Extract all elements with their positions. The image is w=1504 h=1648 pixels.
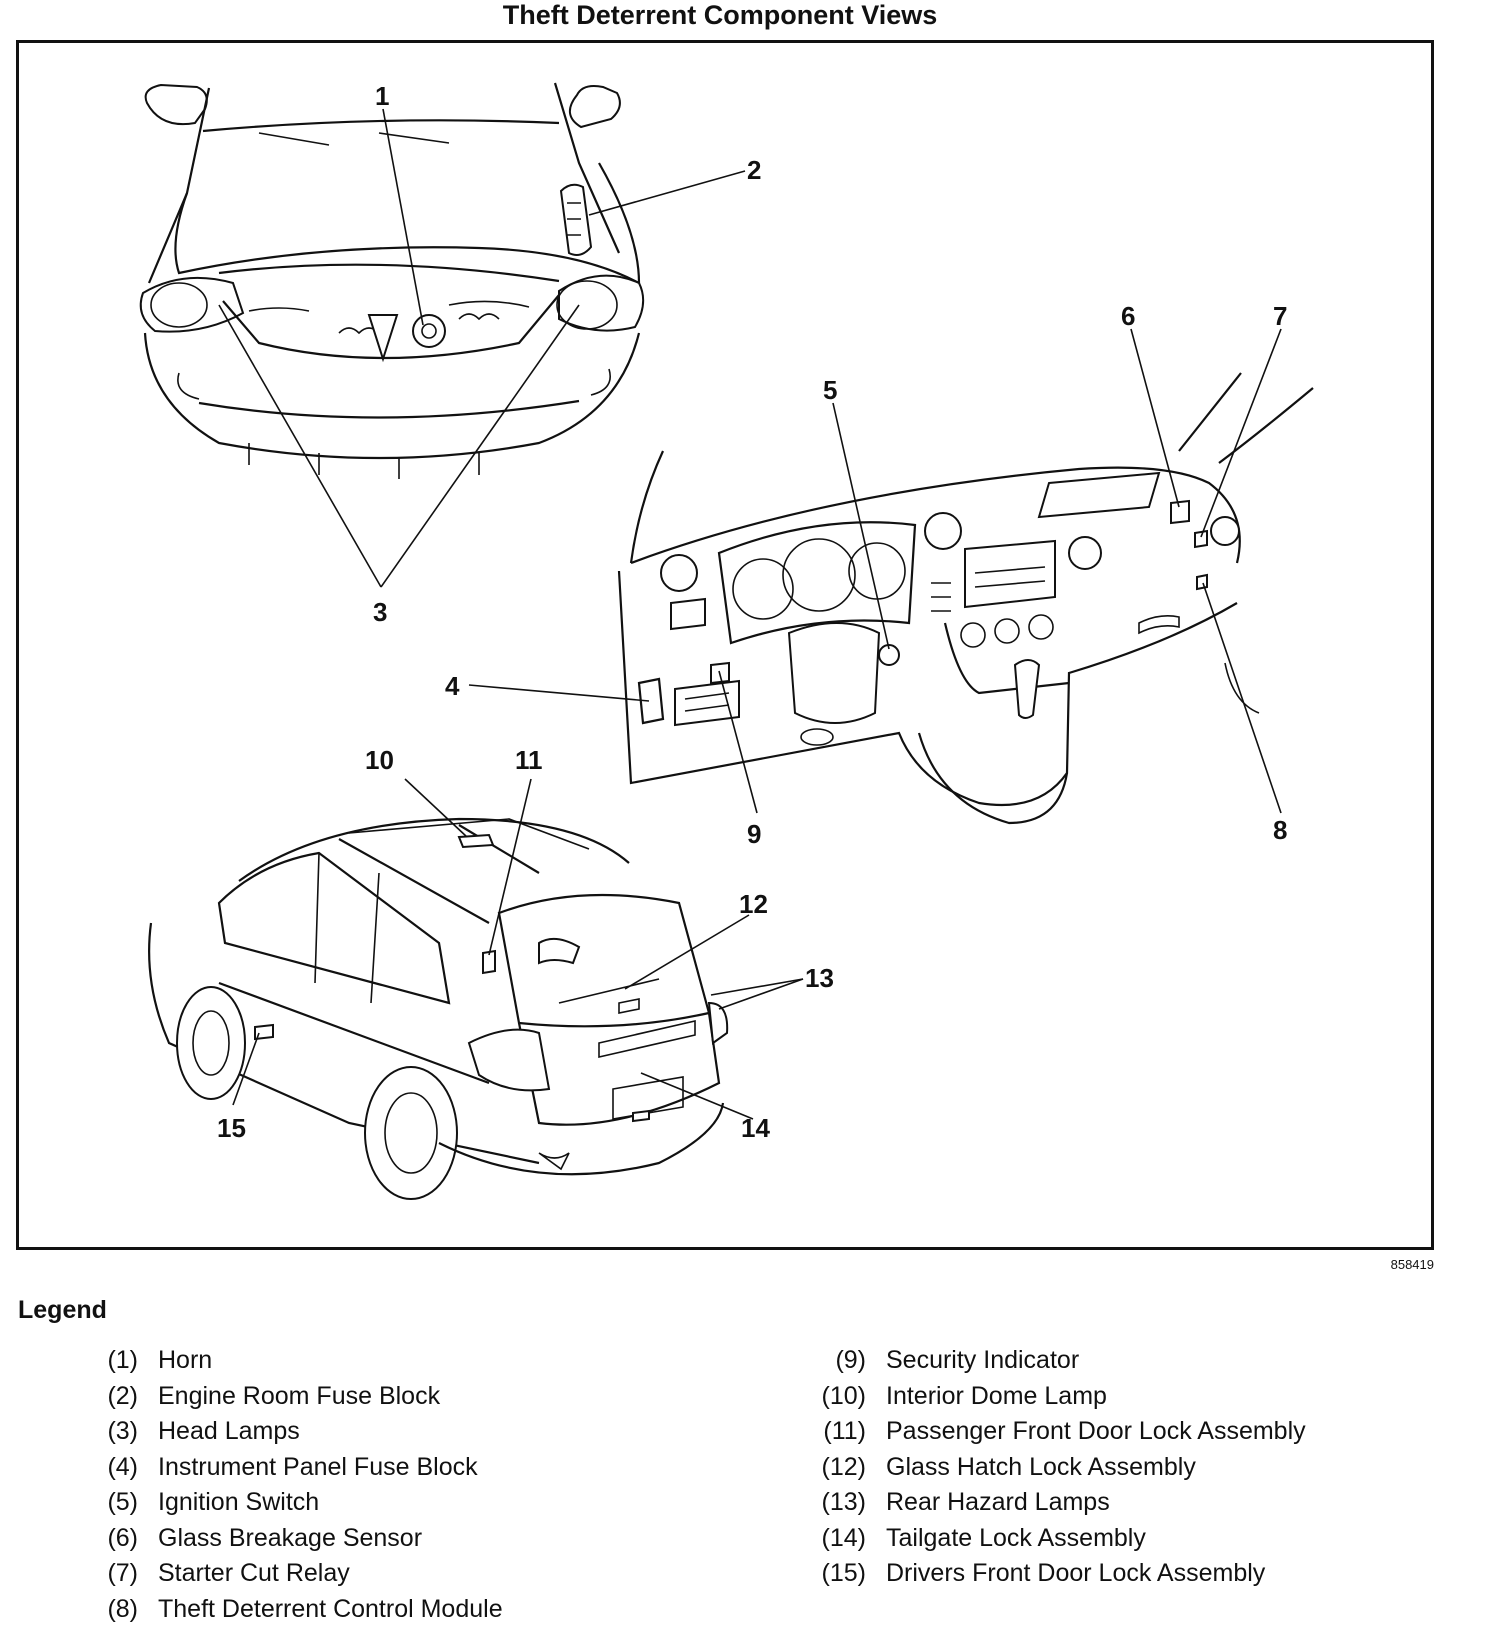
legend-item: (6) Glass Breakage Sensor — [80, 1524, 503, 1560]
legend-label: Instrument Panel Fuse Block — [158, 1452, 478, 1481]
legend-item: (15) Drivers Front Door Lock Assembly — [808, 1559, 1306, 1595]
legend-item: (5) Ignition Switch — [80, 1488, 503, 1524]
legend-label: Rear Hazard Lamps — [886, 1488, 1110, 1516]
callout-4: 4 — [445, 671, 460, 701]
legend-item: (8) Theft Deterrent Control Module — [80, 1594, 503, 1631]
callout-11: 11 — [515, 745, 543, 775]
legend-item: (14) Tailgate Lock Assembly — [808, 1524, 1306, 1560]
legend-label: Tailgate Lock Assembly — [886, 1523, 1146, 1552]
legend-number: (12) — [821, 1452, 866, 1481]
callout-2: 2 — [747, 155, 761, 185]
legend-number: (2) — [107, 1381, 138, 1410]
panel-callout-leaders — [468, 328, 1282, 814]
legend-column-left: (1) Horn (2) Engine Room Fuse Block (3) Hea… — [80, 1346, 503, 1631]
legend-label: Interior Dome Lamp — [886, 1381, 1107, 1410]
legend-label: Glass Breakage Sensor — [158, 1523, 423, 1552]
instrument-panel-drawing — [617, 372, 1314, 825]
callout-12: 12 — [739, 889, 768, 919]
legend-number: (15) — [821, 1559, 866, 1587]
legend-number: (3) — [107, 1417, 138, 1445]
component-illustration: 1 2 3 4 5 6 7 8 9 10 11 12 13 14 15 — [139, 81, 1314, 1200]
legend-label: Glass Hatch Lock Assembly — [886, 1452, 1196, 1481]
legend-label: Security Indicator — [886, 1346, 1080, 1374]
callout-1: 1 — [375, 81, 389, 111]
callout-13: 13 — [805, 963, 834, 993]
callout-6: 6 — [1121, 301, 1135, 331]
legend-number: (6) — [107, 1523, 138, 1552]
callout-14: 14 — [741, 1113, 770, 1143]
legend-number: (1) — [107, 1346, 138, 1374]
legend-number: (4) — [107, 1452, 138, 1481]
legend-number: (13) — [821, 1488, 866, 1516]
legend-number: (10) — [821, 1381, 866, 1410]
callout-8: 8 — [1273, 815, 1287, 845]
callout-15: 15 — [217, 1113, 246, 1143]
callout-7: 7 — [1273, 301, 1287, 331]
legend-number: (5) — [107, 1488, 138, 1516]
rear-callout-leaders — [232, 778, 804, 1120]
front-callout-leaders — [218, 108, 746, 588]
legend-item: (11) Passenger Front Door Lock Assembly — [808, 1417, 1306, 1453]
callout-numbers: 1 2 3 4 5 6 7 8 9 10 11 12 13 14 15 — [217, 81, 1287, 1143]
legend-label: Engine Room Fuse Block — [158, 1381, 441, 1410]
legend-label: Drivers Front Door Lock Assembly — [886, 1559, 1266, 1587]
legend-number: (14) — [821, 1523, 866, 1552]
legend-number: (7) — [107, 1559, 138, 1587]
callout-5: 5 — [823, 375, 837, 405]
legend-label: Ignition Switch — [158, 1488, 320, 1516]
legend-item: (13) Rear Hazard Lamps — [808, 1488, 1306, 1524]
legend-item: (3) Head Lamps — [80, 1417, 503, 1453]
legend-item: (9) Security Indicator — [808, 1346, 1306, 1382]
legend-number: (11) — [823, 1417, 866, 1445]
diagram-title: Theft Deterrent Component Views — [502, 0, 938, 30]
figure-id: 858419 — [1390, 1257, 1434, 1272]
callout-9: 9 — [747, 819, 761, 849]
callout-3: 3 — [373, 597, 387, 627]
legend-label: Theft Deterrent Control Module — [158, 1594, 503, 1623]
front-vehicle-drawing — [139, 82, 645, 479]
diagram-frame: 1 2 3 4 5 6 7 8 9 10 11 12 13 14 15 — [16, 40, 1434, 1250]
legend-heading: Legend — [18, 1296, 107, 1324]
legend-column-right: (9) Security Indicator (10) Interior Dome … — [808, 1346, 1306, 1595]
legend-label: Head Lamps — [158, 1417, 300, 1445]
legend-number: (9) — [835, 1346, 866, 1374]
legend-item: (10) Interior Dome Lamp — [808, 1382, 1306, 1418]
callout-10: 10 — [365, 745, 394, 775]
legend-label: Starter Cut Relay — [158, 1559, 350, 1587]
legend-label: Horn — [158, 1346, 213, 1374]
legend-item: (7) Starter Cut Relay — [80, 1559, 503, 1595]
legend-item: (2) Engine Room Fuse Block — [80, 1382, 503, 1418]
legend-label: Passenger Front Door Lock Assembly — [886, 1417, 1306, 1445]
rear-vehicle-drawing — [148, 817, 729, 1200]
legend-item: (4) Instrument Panel Fuse Block — [80, 1453, 503, 1489]
legend-number: (8) — [107, 1594, 138, 1623]
legend-item: (1) Horn — [80, 1346, 503, 1382]
legend-item: (12) Glass Hatch Lock Assembly — [808, 1453, 1306, 1489]
